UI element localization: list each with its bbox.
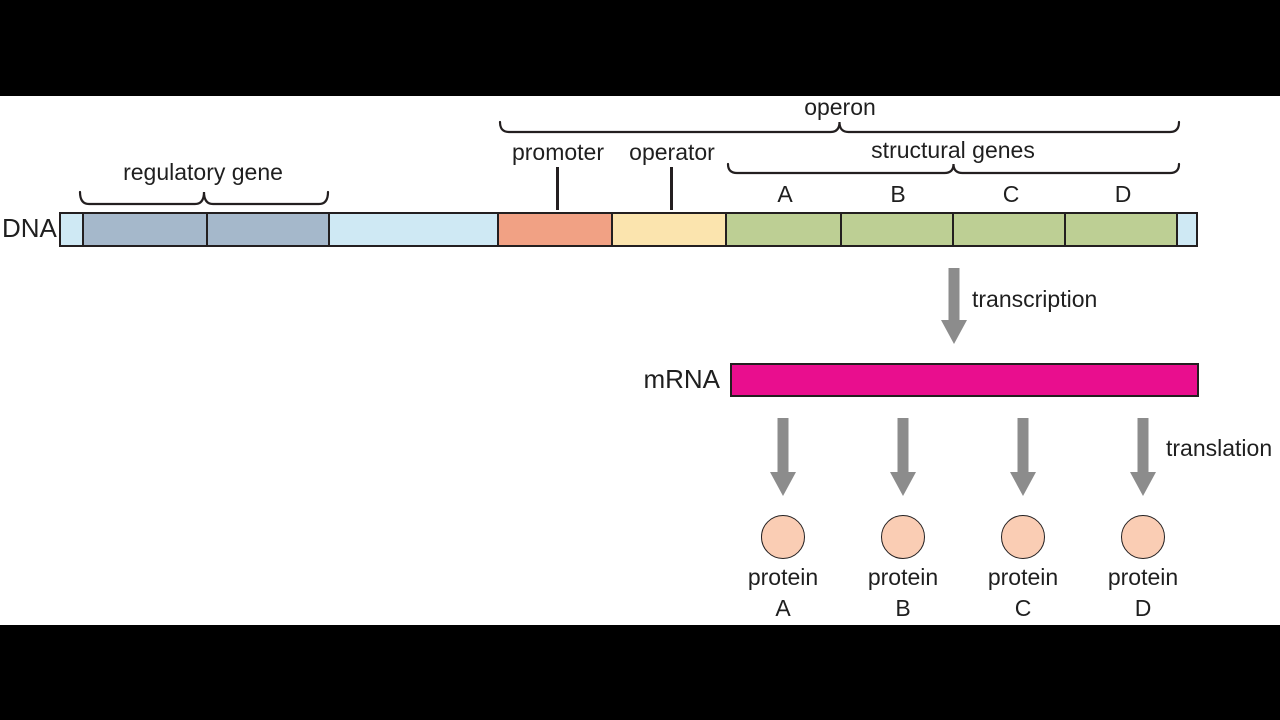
- regulatory-gene-brace: [78, 190, 330, 206]
- dna-segment-regulatory-gene-part-1: [83, 214, 208, 245]
- regulatory-gene-label: regulatory gene: [123, 159, 283, 185]
- protein-c-circle: [1001, 515, 1045, 559]
- transcription-arrow: [941, 268, 967, 344]
- mrna-label: mRNA: [643, 364, 720, 394]
- promoter-pointer-line: [556, 167, 559, 210]
- dna-segment-operator-segment: [613, 214, 727, 245]
- dna-segment-structural-gene-d: [1065, 214, 1179, 245]
- dna-bar: [59, 212, 1198, 247]
- dna-segment-spacer-middle: [330, 214, 499, 245]
- operon-label: operon: [804, 94, 876, 120]
- translation-label: translation: [1166, 435, 1273, 461]
- operator-pointer-line: [670, 167, 673, 210]
- protein-d-label: protein: [1107, 564, 1179, 590]
- letterbox-bottom: [0, 625, 1280, 720]
- dna-segment-regulatory-gene-part-2: [207, 214, 331, 245]
- gene-label-a: A: [777, 181, 793, 207]
- mrna-bar: [730, 363, 1199, 397]
- dna-segment-flank-right: [1178, 214, 1197, 245]
- dna-segment-promoter-segment: [498, 214, 614, 245]
- structural-genes-brace: [726, 162, 1181, 175]
- translation-arrow-a: [770, 418, 796, 496]
- gene-label-b: B: [890, 181, 906, 207]
- letterbox-top: [0, 0, 1280, 96]
- operon-brace: [498, 120, 1181, 134]
- protein-c-letter: C: [1014, 595, 1032, 621]
- translation-arrow-c: [1010, 418, 1036, 496]
- protein-a-letter: A: [775, 595, 791, 621]
- translation-arrow-b: [890, 418, 916, 496]
- promoter-label: promoter: [511, 139, 605, 165]
- gene-label-c: C: [1002, 181, 1020, 207]
- protein-a-label: protein: [747, 564, 819, 590]
- protein-b-circle: [881, 515, 925, 559]
- protein-b-label: protein: [867, 564, 939, 590]
- dna-segment-structural-gene-b: [841, 214, 955, 245]
- translation-arrow-d: [1130, 418, 1156, 496]
- structural-genes-label: structural genes: [871, 137, 1035, 163]
- operator-label: operator: [629, 139, 715, 165]
- dna-segment-structural-gene-a: [726, 214, 842, 245]
- transcription-label: transcription: [972, 286, 1098, 312]
- protein-b-letter: B: [895, 595, 911, 621]
- protein-c-label: protein: [987, 564, 1059, 590]
- dna-segment-structural-gene-c: [954, 214, 1066, 245]
- dna-segment-flank-left: [61, 214, 84, 245]
- protein-a-circle: [761, 515, 805, 559]
- protein-d-letter: D: [1134, 595, 1152, 621]
- dna-label: DNA: [2, 213, 57, 243]
- protein-d-circle: [1121, 515, 1165, 559]
- gene-label-d: D: [1114, 181, 1132, 207]
